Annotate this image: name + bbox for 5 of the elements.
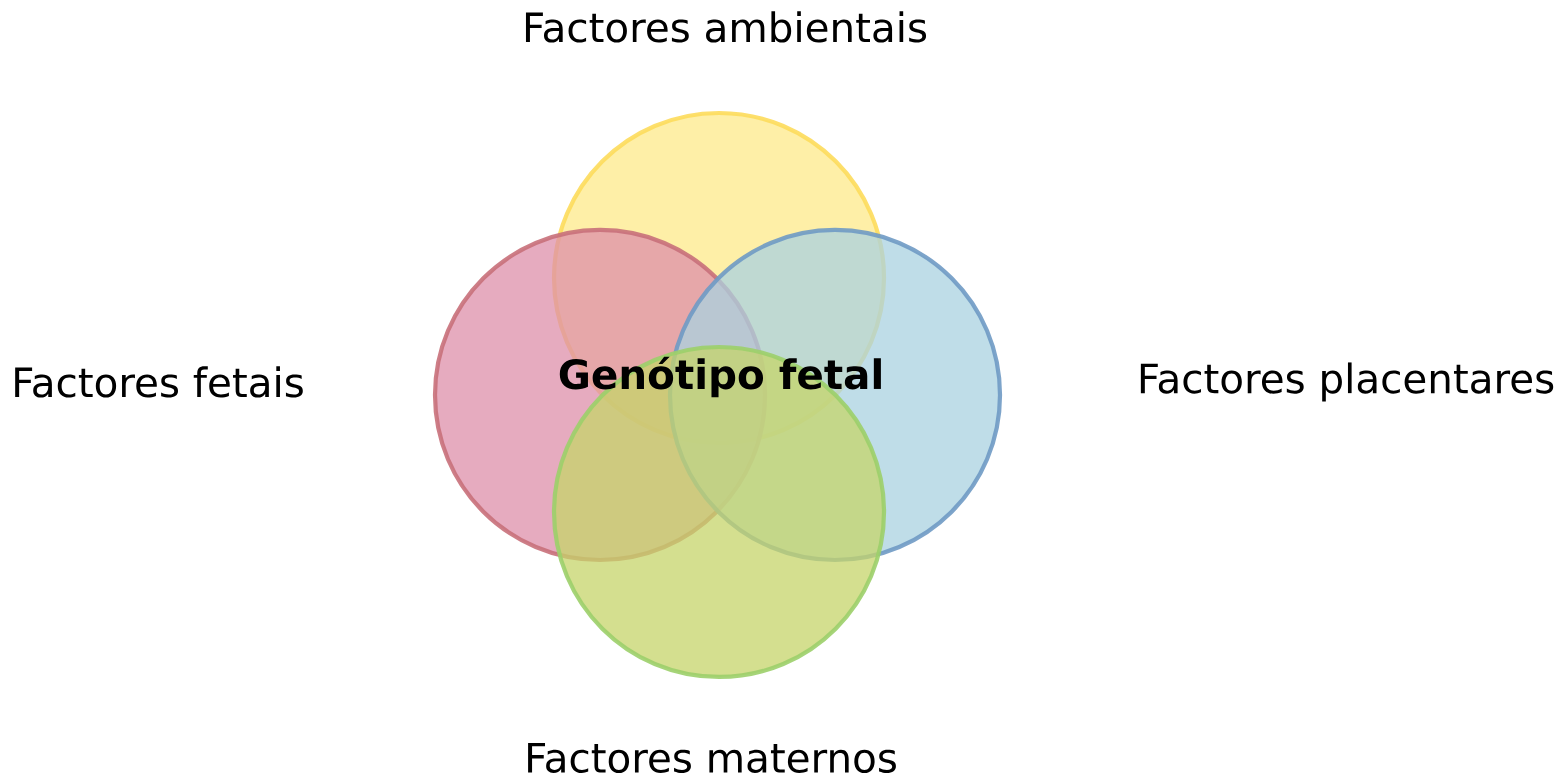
circle-label: Factores placentares bbox=[1140, 362, 1554, 402]
center-label: Genótipo fetal bbox=[559, 356, 881, 398]
circle-label: Factores maternos bbox=[528, 743, 896, 773]
circle-label: Factores ambientais bbox=[525, 11, 927, 43]
circle-label: Factores fetais bbox=[15, 366, 303, 398]
